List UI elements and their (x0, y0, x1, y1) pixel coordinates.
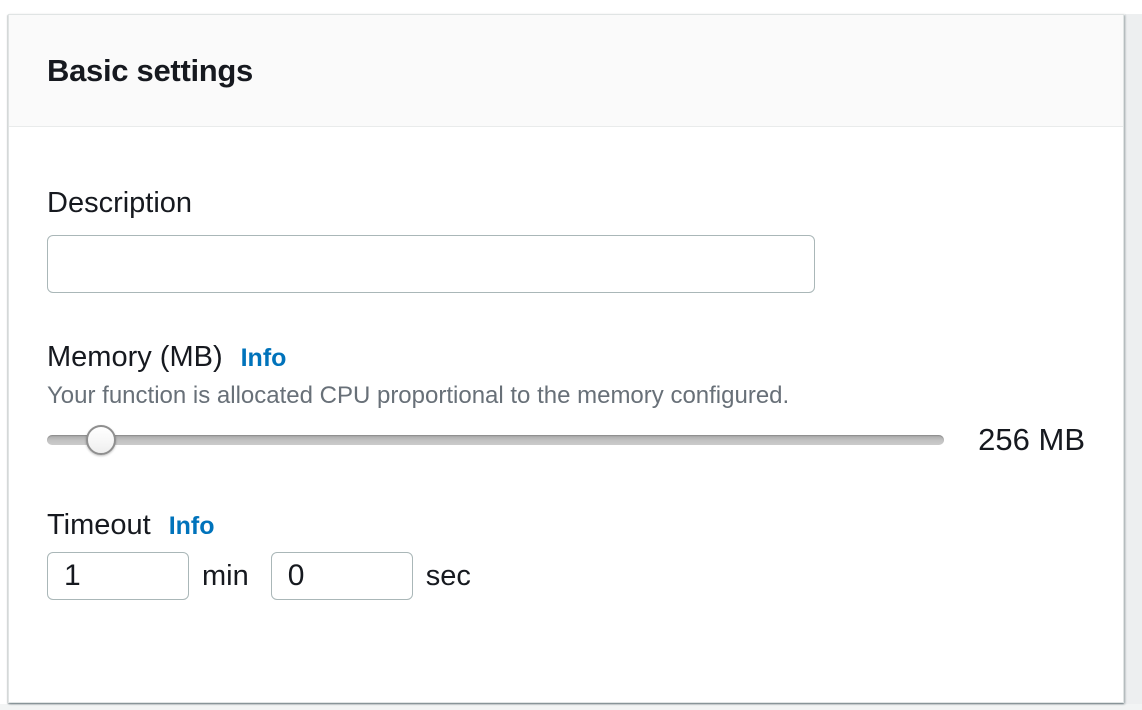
timeout-field: Timeout Info min sec (47, 507, 1085, 600)
memory-label: Memory (MB) (47, 341, 223, 373)
timeout-inputs-row: min sec (47, 552, 1085, 600)
page-background-bottom (0, 704, 1142, 710)
panel-header: Basic settings (9, 15, 1123, 127)
panel-body: Description Memory (MB) Info Your functi… (9, 127, 1123, 600)
description-field: Description (47, 185, 1085, 293)
panel-title: Basic settings (47, 52, 253, 88)
timeout-sec-input[interactable] (270, 552, 413, 600)
timeout-min-input[interactable] (47, 552, 189, 600)
timeout-label-row: Timeout Info (47, 507, 1085, 544)
memory-info-link[interactable]: Info (240, 344, 287, 372)
basic-settings-panel: Basic settings Description Memory (MB) I… (8, 14, 1124, 703)
memory-slider-thumb[interactable] (85, 425, 116, 455)
memory-slider[interactable] (47, 425, 945, 455)
timeout-label: Timeout (47, 509, 151, 541)
memory-value-label: 256 MB (978, 422, 1085, 457)
memory-label-row: Memory (MB) Info (47, 339, 1085, 376)
timeout-min-unit: min (202, 559, 249, 592)
memory-field: Memory (MB) Info Your function is alloca… (47, 339, 1085, 457)
memory-slider-row: 256 MB (47, 422, 1085, 457)
description-label: Description (47, 187, 193, 219)
page-background-right (1125, 14, 1142, 710)
timeout-info-link[interactable]: Info (168, 512, 215, 540)
memory-slider-track[interactable] (47, 435, 945, 445)
timeout-sec-unit: sec (425, 559, 471, 592)
memory-helper-text: Your function is allocated CPU proportio… (47, 382, 790, 409)
description-input[interactable] (47, 235, 815, 293)
